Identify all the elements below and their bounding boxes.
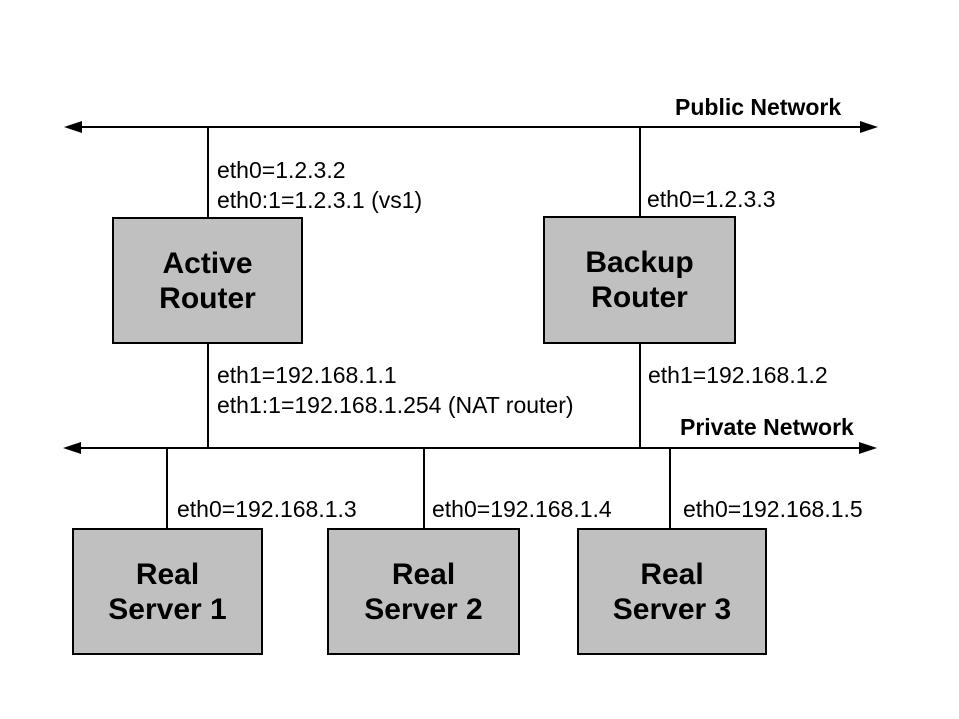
real-server-3-node: Real Server 3 (577, 528, 767, 655)
arrow-right-icon (860, 121, 878, 133)
backup-router-eth1-label: eth1=192.168.1.2 (648, 362, 828, 388)
real-server-3-node-label: Real Server 3 (612, 557, 732, 626)
active-router-node-label: Active Router (159, 246, 256, 315)
real-server-2-eth0-label: eth0=192.168.1.4 (432, 496, 612, 522)
real-server-1-node-label: Real Server 1 (108, 557, 227, 626)
active-router-eth1-labels: eth1=192.168.1.1 eth1:1=192.168.1.254 (N… (217, 360, 574, 420)
arrow-right-icon (859, 442, 877, 454)
backup-router-eth0-label: eth0=1.2.3.3 (647, 186, 776, 212)
connector-backup-router-public (639, 128, 641, 216)
public-network-bus-line (78, 126, 862, 128)
arrow-left-icon (64, 121, 82, 133)
active-router-eth0-labels: eth0=1.2.3.2 eth0:1=1.2.3.1 (vs1) (217, 155, 422, 215)
active-router-node: Active Router (112, 217, 303, 344)
active-router-eth1-label: eth1=192.168.1.1 (217, 362, 397, 388)
active-router-eth0-label: eth0=1.2.3.2 (217, 157, 346, 183)
real-server-2-node-label: Real Server 2 (364, 557, 483, 626)
real-server-3-eth0-label: eth0=192.168.1.5 (683, 496, 863, 522)
connector-active-router-public (207, 128, 209, 217)
connector-real-server-3 (669, 449, 671, 528)
private-network-label: Private Network (680, 414, 854, 440)
active-router-eth1-alias-label: eth1:1=192.168.1.254 (NAT router) (217, 392, 574, 418)
public-network-label: Public Network (675, 94, 842, 120)
connector-active-router-private (207, 344, 209, 447)
backup-router-node-label: Backup Router (585, 246, 694, 314)
backup-router-node: Backup Router (543, 216, 736, 344)
active-router-eth0-alias-label: eth0:1=1.2.3.1 (vs1) (217, 187, 423, 213)
real-server-1-node: Real Server 1 (72, 528, 263, 655)
real-server-1-eth0-label: eth0=192.168.1.3 (177, 496, 357, 522)
connector-real-server-2 (423, 449, 425, 528)
arrow-left-icon (63, 442, 81, 454)
real-server-2-node: Real Server 2 (327, 528, 520, 655)
connector-real-server-1 (166, 449, 168, 528)
private-network-bus-line (77, 447, 861, 449)
connector-backup-router-private (639, 344, 641, 447)
